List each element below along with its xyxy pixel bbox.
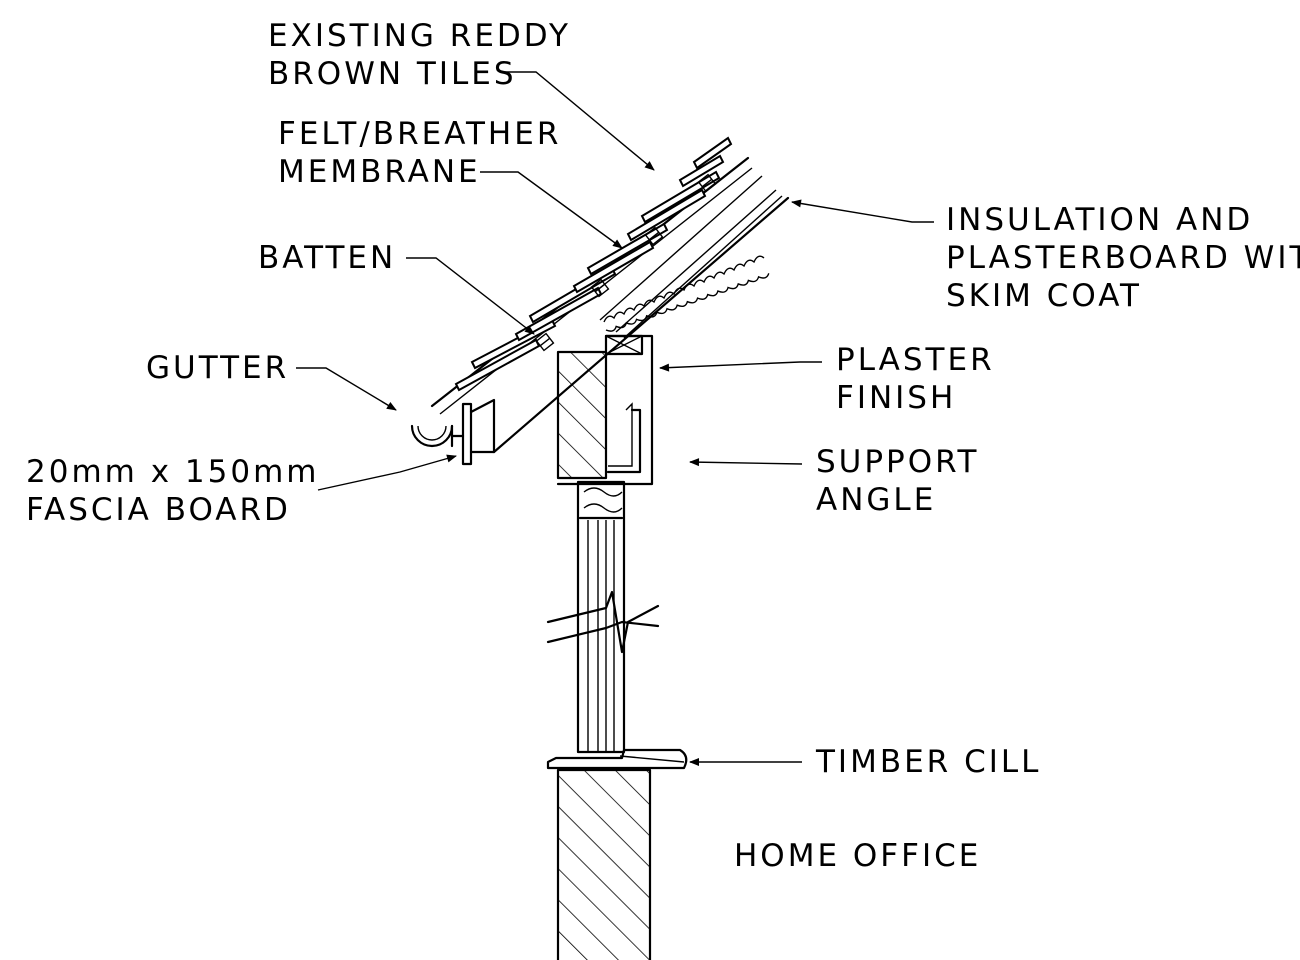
label-fascia-line2: FASCIA BOARD — [26, 492, 291, 528]
roof-insulation — [599, 175, 783, 339]
label-membrane-line1: FELT/BREATHER — [278, 116, 561, 152]
label-tiles-line1: EXISTING REDDY — [268, 18, 571, 54]
label-insulation-line3: SKIM COAT — [946, 278, 1142, 314]
lower-wall — [556, 768, 652, 960]
label-batten: BATTEN — [258, 240, 396, 276]
roof-structure — [410, 136, 790, 466]
wall-header — [556, 334, 654, 486]
label-tiles-line2: BROWN TILES — [268, 56, 517, 92]
label-room: HOME OFFICE — [734, 838, 981, 874]
roof-tiles — [454, 136, 733, 392]
fascia-board — [450, 398, 496, 466]
leader-lines — [296, 71, 934, 766]
label-membrane-line2: MEMBRANE — [278, 154, 481, 190]
label-support-line1: SUPPORT — [816, 444, 979, 480]
timber-cill — [546, 748, 688, 770]
window-frame — [546, 480, 660, 754]
label-insulation-line2: PLASTERBOARD WITH — [946, 240, 1300, 276]
label-plaster-line1: PLASTER — [836, 342, 995, 378]
label-plaster-line2: FINISH — [836, 380, 956, 416]
label-cill: TIMBER CILL — [815, 744, 1041, 780]
roof-battens — [535, 173, 717, 352]
label-support-line2: ANGLE — [816, 482, 936, 518]
label-gutter: GUTTER — [146, 350, 289, 386]
label-fascia-line1: 20mm x 150mm — [26, 454, 319, 490]
gutter — [410, 424, 454, 448]
label-insulation-line1: INSULATION AND — [946, 202, 1253, 238]
